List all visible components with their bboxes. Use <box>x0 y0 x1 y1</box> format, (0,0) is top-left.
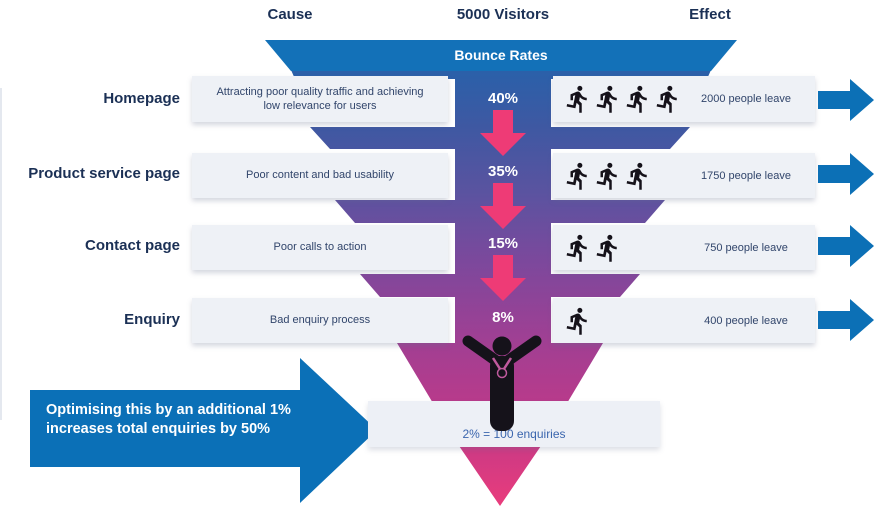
runner-icon <box>626 85 647 113</box>
callout-text: Optimising this by an additional 1% incr… <box>46 401 306 439</box>
runner-icons <box>563 84 683 114</box>
runner-icon <box>596 162 617 190</box>
cause-box: Attracting poor quality traffic and achi… <box>192 76 448 122</box>
right-arrow-icon <box>818 153 874 195</box>
bounce-rate-value: 40% <box>487 90 519 107</box>
effect-label: 750 people leave <box>704 241 788 254</box>
page-label-product-service: Product service page <box>28 165 180 182</box>
callout-line-1: Optimising this by an additional 1% <box>46 402 291 418</box>
cause-box: Poor calls to action <box>192 225 448 270</box>
page-label-contact: Contact page <box>84 237 180 254</box>
page-label-enquiry: Enquiry <box>124 311 180 328</box>
cause-box: Bad enquiry process <box>192 298 448 343</box>
cause-box: Poor content and bad usability <box>192 153 448 198</box>
callout-arrow-shape <box>30 358 377 503</box>
column-header-effect: Effect <box>689 6 731 23</box>
column-header-visitors: 5000 Visitors <box>456 6 550 23</box>
down-arrow-icon <box>480 183 526 229</box>
runner-icon <box>596 85 617 113</box>
effect-box: 1750 people leave <box>553 153 815 198</box>
column-header-cause: Cause <box>267 6 313 23</box>
effect-label: 400 people leave <box>704 314 788 327</box>
runner-icons <box>563 161 653 191</box>
right-arrow-icon <box>818 79 874 121</box>
runner-icon <box>626 162 647 190</box>
bounce-rate-value: 35% <box>487 163 519 180</box>
bounce-rates-banner: Bounce Rates <box>265 40 737 71</box>
effect-box: 2000 people leave <box>553 76 815 122</box>
effect-box: 750 people leave <box>553 225 815 270</box>
callout-line-2: increases total enquiries by 50% <box>46 421 271 437</box>
right-arrow-icon <box>818 299 874 341</box>
effect-label: 2000 people leave <box>701 93 791 105</box>
left-edge-divider <box>0 88 2 420</box>
runner-icon <box>566 234 587 262</box>
down-arrow-icon <box>480 110 526 156</box>
enquiries-note: 2% = 100 enquiries <box>462 427 566 441</box>
runner-icon <box>566 85 587 113</box>
down-arrow-icon <box>480 255 526 301</box>
runner-icons <box>563 306 593 336</box>
effect-box: 400 people leave <box>553 298 815 343</box>
celebrating-person-icon <box>462 335 542 431</box>
bounce-rate-value: 8% <box>492 309 514 326</box>
runner-icon <box>656 85 677 113</box>
runner-icon <box>566 162 587 190</box>
runner-icons <box>563 233 623 263</box>
runner-icon <box>566 307 587 335</box>
runner-icon <box>596 234 617 262</box>
effect-label: 1750 people leave <box>701 169 791 182</box>
page-label-homepage: Homepage <box>103 90 180 107</box>
bounce-rate-value: 15% <box>487 235 519 252</box>
right-arrow-icon <box>818 225 874 267</box>
